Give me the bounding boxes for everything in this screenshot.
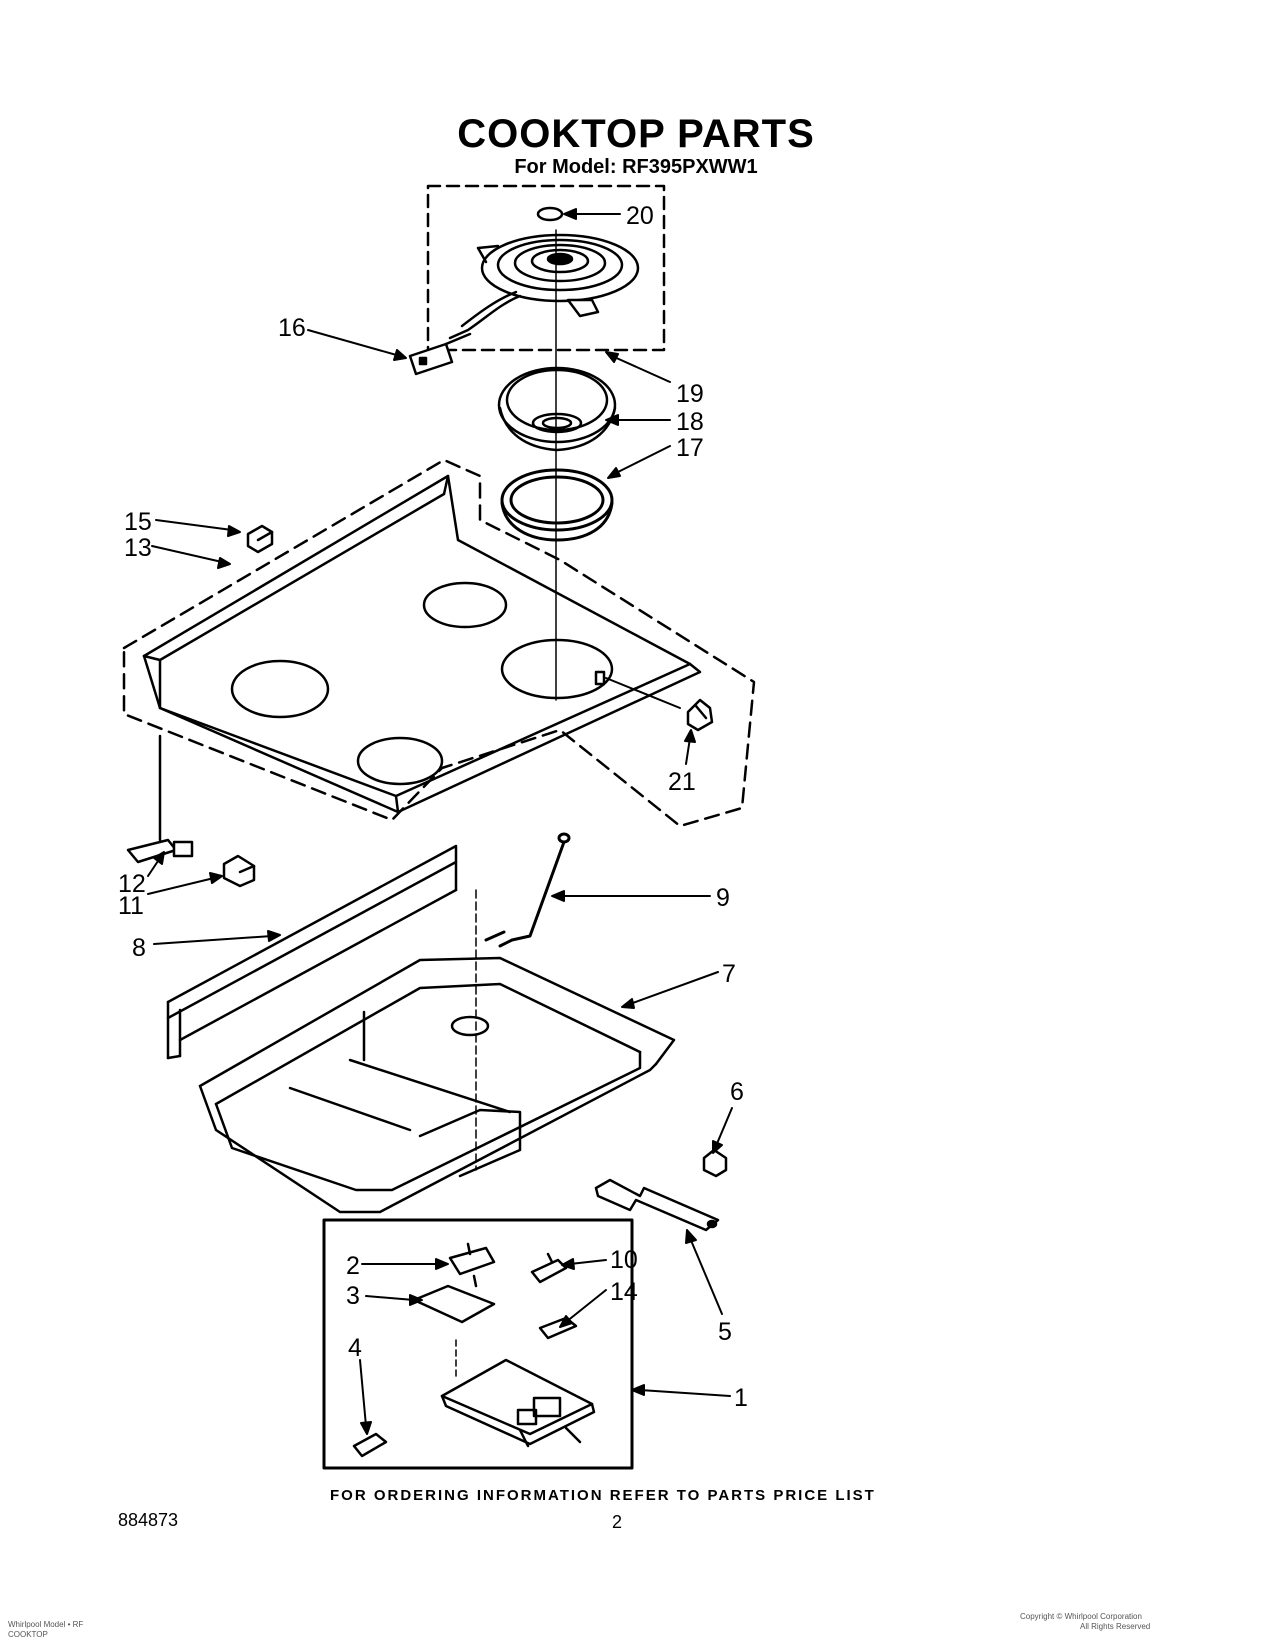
part-17-trim-ring [500, 468, 614, 542]
callout-12: 12 [118, 870, 146, 898]
part-7-burner-box [198, 889, 676, 1214]
part-19-surface-element [448, 233, 640, 340]
callout-21: 21 [668, 768, 696, 796]
part-15-clip [246, 524, 274, 554]
switch-box [322, 1218, 634, 1470]
page-number: 2 [612, 1512, 623, 1532]
model-subtitle: For Model: RF395PXWW1 [514, 156, 758, 178]
part-9-rod [484, 832, 571, 948]
part-4-label [352, 1432, 388, 1458]
part-6-clip [702, 1148, 728, 1178]
page-title: COOKTOP PARTS [457, 112, 815, 156]
callout-13: 13 [124, 534, 152, 562]
part-5-bracket [594, 1178, 720, 1232]
part-18-drip-bowl [497, 366, 617, 452]
part-8-rear-panel [166, 844, 458, 1060]
part-20-cap [536, 206, 564, 222]
callout-4: 4 [348, 1334, 362, 1362]
callout-18: 18 [676, 408, 704, 436]
callout-19: 19 [676, 380, 704, 408]
footer-small-right-1: Copyright © Whirlpool Corporation [1020, 1612, 1142, 1621]
callout-16: 16 [278, 314, 306, 342]
callout-3: 3 [346, 1282, 360, 1310]
callout-2: 2 [346, 1252, 360, 1280]
callout-17: 17 [676, 434, 704, 462]
callout-11: 11 [118, 892, 144, 920]
part-12-bracket [126, 734, 194, 864]
callout-15: 15 [124, 508, 152, 536]
callout-7: 7 [722, 960, 736, 988]
surface-element-box [426, 184, 666, 352]
document-number: 884873 [118, 1510, 179, 1530]
callout-1: 1 [734, 1384, 748, 1412]
part-10-switch [530, 1252, 568, 1284]
callout-9: 9 [716, 884, 730, 912]
callout-8: 8 [132, 934, 146, 962]
part-2-switch [448, 1242, 496, 1288]
part-11-spacer [222, 854, 256, 888]
cooktop-top-surface [142, 474, 702, 814]
callout-20: 20 [626, 202, 654, 230]
callout-10: 10 [610, 1246, 638, 1274]
leader-lines [147, 208, 733, 1435]
footer-small-right-2: All Rights Reserved [1080, 1622, 1151, 1631]
part-21-clip [686, 698, 714, 732]
part-13-cooktop-outline [122, 458, 756, 828]
part-3-plate [412, 1284, 496, 1324]
footer-small-left-2: COOKTOP [8, 1630, 48, 1639]
part-1-switch-bracket [440, 1339, 596, 1448]
footer-small-left-1: Whirlpool Model • RF [8, 1620, 84, 1629]
callout-6: 6 [730, 1078, 744, 1106]
callout-5: 5 [718, 1318, 732, 1346]
ordering-note: FOR ORDERING INFORMATION REFER TO PARTS … [330, 1487, 876, 1504]
part-16-terminal-block [408, 332, 472, 376]
callout-14: 14 [610, 1278, 638, 1306]
